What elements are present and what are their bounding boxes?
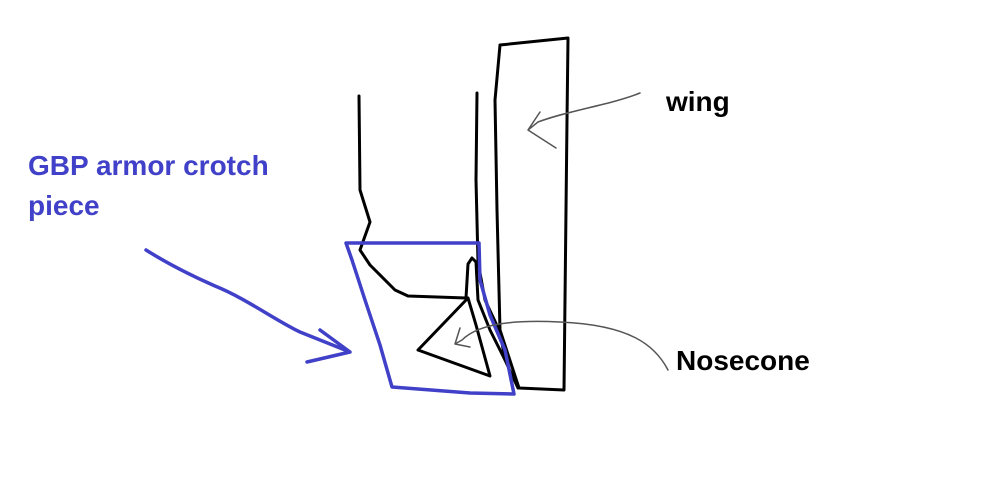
- gbp-armor-outline: [344, 241, 516, 396]
- gbp-armor-label: GBP armor crotch piece: [28, 146, 269, 226]
- nosecone-shape: [416, 296, 492, 378]
- wing-outline: [493, 36, 570, 392]
- gbp-pointer-arrow: [144, 248, 352, 364]
- wing-label: wing: [666, 86, 730, 117]
- wing-pointer-line: [527, 92, 641, 149]
- nosecone-label: Nosecone: [676, 345, 810, 376]
- body-left-edge: [357, 94, 507, 362]
- gbp-armor-label-line1: GBP armor crotch: [28, 150, 269, 181]
- nosecone-pointer-line: [454, 320, 669, 371]
- gbp-armor-label-line2: piece: [28, 190, 100, 221]
